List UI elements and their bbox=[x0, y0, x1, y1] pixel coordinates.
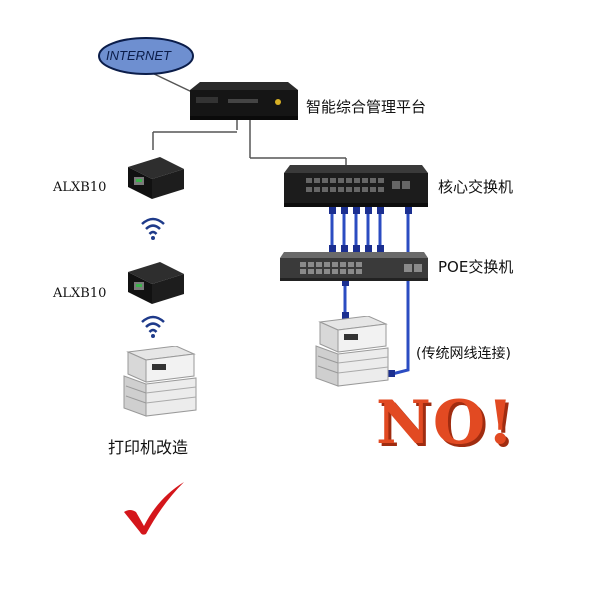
wifi-icon bbox=[141, 315, 165, 338]
alxb-bottom-label: ALXB10 bbox=[53, 286, 107, 301]
bridge-device-icon bbox=[128, 157, 184, 199]
printer-icon bbox=[315, 316, 389, 387]
wifi-icon bbox=[141, 217, 165, 240]
platform-label: 智能综合管理平台 bbox=[306, 98, 427, 116]
bridge-device-icon bbox=[128, 262, 184, 304]
internet-label: INTERNET bbox=[106, 48, 171, 63]
internet-cloud-icon bbox=[98, 37, 194, 75]
switch-icon bbox=[280, 252, 428, 281]
no-mark: NO! bbox=[376, 388, 516, 458]
server-icon bbox=[190, 82, 298, 120]
alxb-top-label: ALXB10 bbox=[53, 180, 107, 195]
printer-icon bbox=[123, 346, 197, 417]
core-switch-label: 核心交换机 bbox=[438, 178, 514, 196]
check-mark-icon bbox=[124, 482, 184, 535]
traditional-cable-label: (传统网线连接) bbox=[416, 346, 511, 362]
switch-icon bbox=[284, 165, 428, 207]
poe-switch-label: POE交换机 bbox=[438, 258, 514, 276]
printer-mod-label: 打印机改造 bbox=[108, 438, 189, 457]
